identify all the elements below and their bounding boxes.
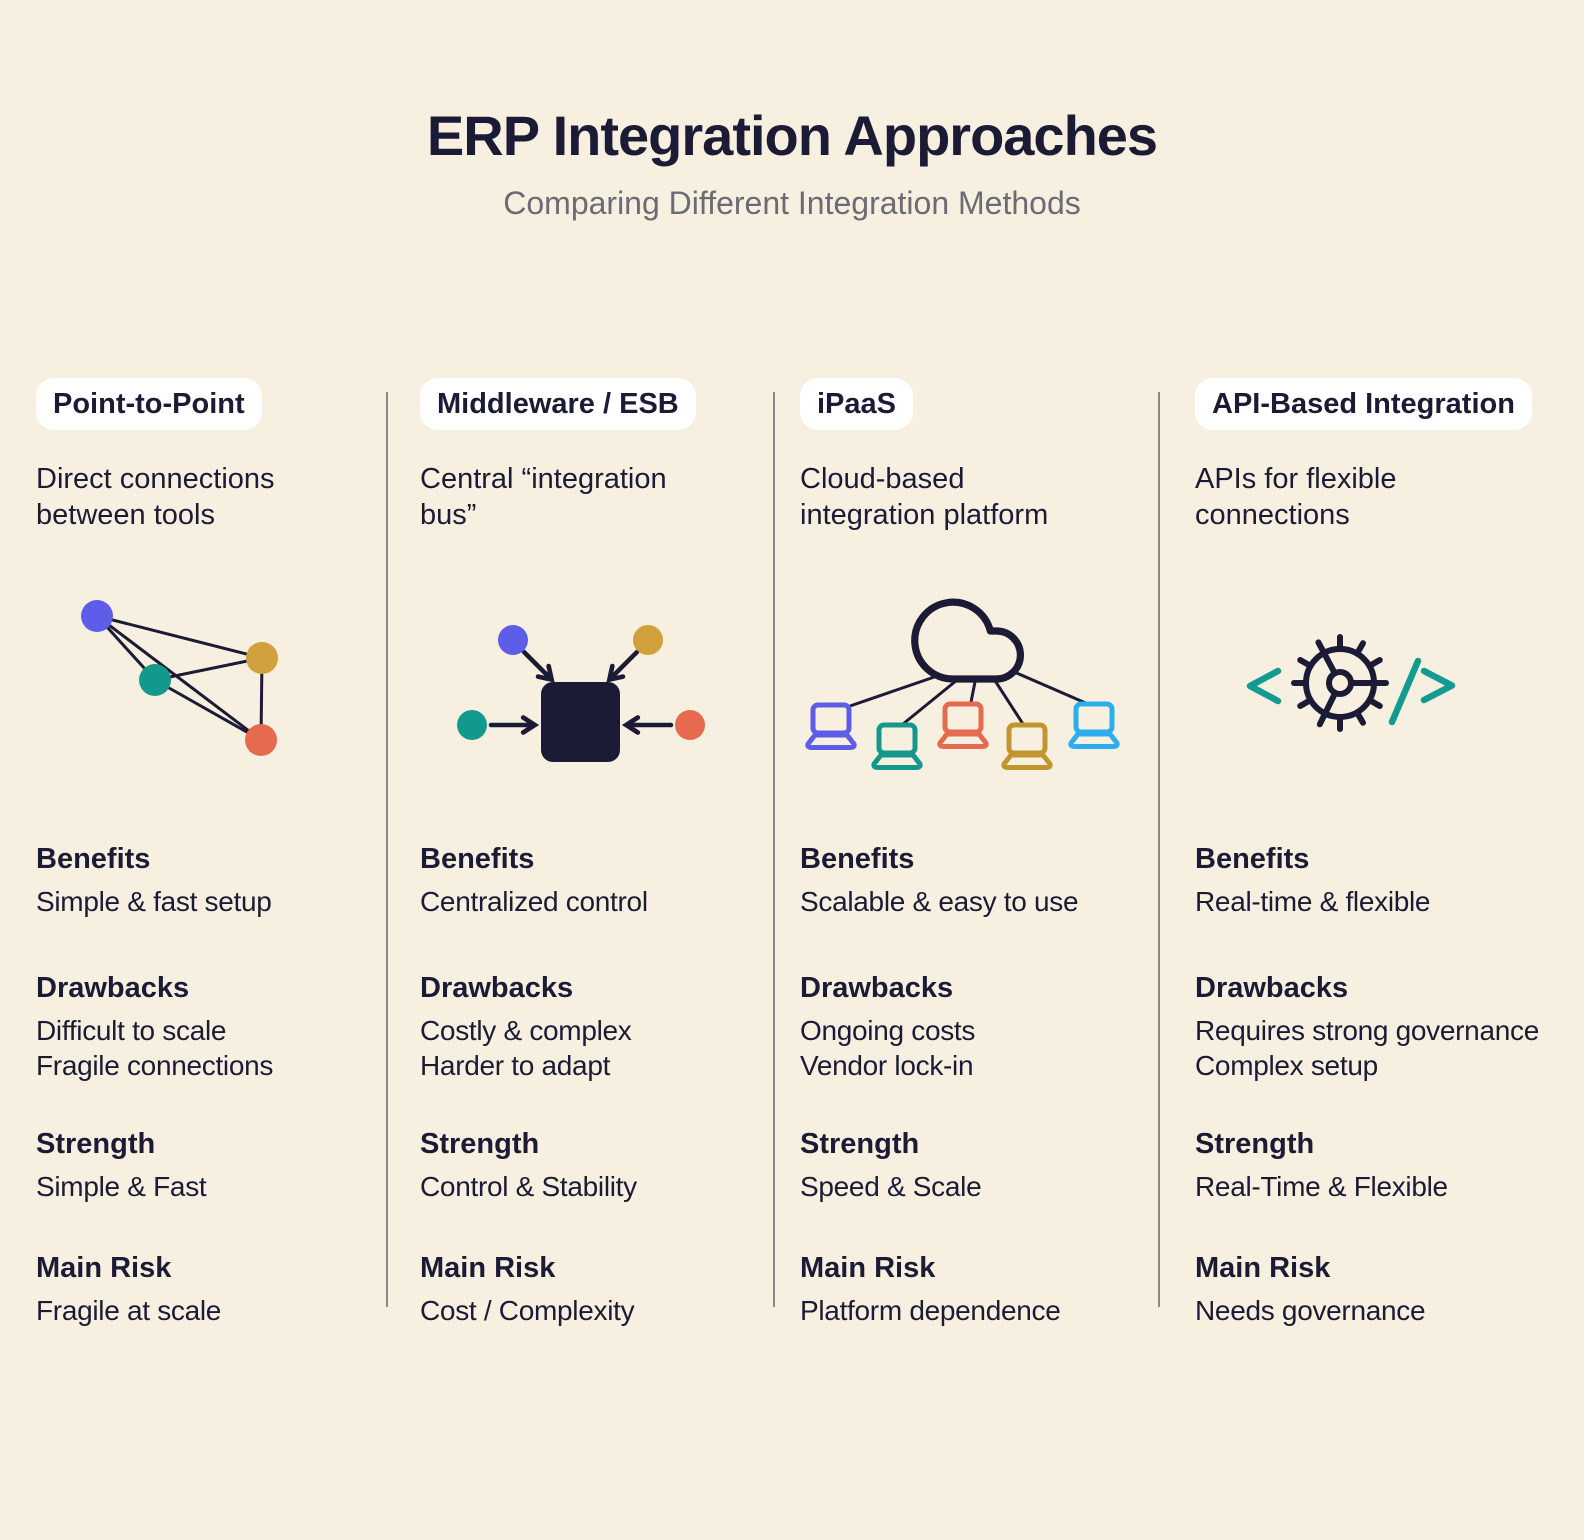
page-subtitle: Comparing Different Integration Methods: [503, 185, 1081, 222]
section-text: Vendor lock-in: [800, 1050, 974, 1082]
page-title: ERP Integration Approaches: [426, 104, 1158, 167]
laptop-red-icon: [937, 701, 989, 750]
section-text: Real-Time & Flexible: [1195, 1171, 1448, 1203]
section-main-risk: Main Risk Platform dependence: [800, 1250, 1160, 1328]
section-drawbacks: Drawbacks Ongoing costs Vendor lock-in: [800, 970, 1160, 1126]
section-strength: Strength Real-Time & Flexible: [1195, 1126, 1584, 1250]
column-badge: Middleware / ESB: [420, 378, 696, 431]
network-nodes-icon: [81, 600, 278, 757]
column-description: Central “integration bus”: [420, 463, 667, 532]
section-text: Fragile connections: [36, 1050, 274, 1082]
column-description: Direct connections between tools: [36, 463, 275, 532]
section-drawbacks: Drawbacks Difficult to scale Fragile con…: [36, 970, 388, 1126]
section-heading: Benefits: [800, 843, 915, 876]
cloud-laptops-icon: [805, 598, 1120, 771]
column-point-to-point: Point-to-Point Direct connections betwee…: [0, 378, 388, 1328]
integration-bus-square: [541, 682, 620, 763]
column-divider: [773, 392, 775, 1307]
section-text: Complex setup: [1195, 1050, 1378, 1082]
section-text: Real-time & flexible: [1195, 886, 1431, 918]
laptop-cyan-icon: [1068, 701, 1120, 750]
section-main-risk: Main Risk Cost / Complexity: [420, 1250, 774, 1328]
section-drawbacks: Drawbacks Costly & complex Harder to ada…: [420, 970, 774, 1126]
section-text: Needs governance: [1195, 1295, 1426, 1327]
section-text: Harder to adapt: [420, 1050, 611, 1082]
section-text: Ongoing costs: [800, 1015, 976, 1047]
node-teal: [457, 710, 487, 741]
gear-icon: [1291, 634, 1389, 733]
section-text: Control & Stability: [420, 1171, 637, 1203]
section-strength: Strength Control & Stability: [420, 1126, 774, 1250]
node-gold: [633, 625, 663, 656]
node-red: [245, 724, 277, 757]
section-text: Cost / Complexity: [420, 1295, 635, 1327]
column-diagram: [420, 553, 774, 841]
section-text: Costly & complex: [420, 1015, 632, 1047]
page-header: ERP Integration Approaches Comparing Dif…: [0, 0, 1584, 223]
section-heading: Drawbacks: [1195, 972, 1349, 1005]
column-badge: API-Based Integration: [1195, 378, 1532, 431]
section-heading: Strength: [420, 1128, 540, 1161]
column-ipaas: iPaaS Cloud-based integration platform: [774, 378, 1160, 1328]
column-description: Cloud-based integration platform: [800, 463, 1049, 532]
column-diagram: [36, 553, 388, 841]
column-divider: [1158, 392, 1160, 1307]
section-main-risk: Main Risk Fragile at scale: [36, 1250, 388, 1328]
gear-code-icon: [1246, 634, 1456, 733]
section-heading: Strength: [1195, 1128, 1315, 1161]
section-text: Centralized control: [420, 886, 648, 918]
section-heading: Drawbacks: [800, 972, 954, 1005]
section-benefits: Benefits Scalable & easy to use: [800, 841, 1160, 970]
node-red: [675, 710, 705, 741]
section-text: Simple & fast setup: [36, 886, 272, 918]
column-diagram: [1195, 553, 1584, 841]
integration-bus-icon: [457, 625, 705, 763]
section-text: Difficult to scale: [36, 1015, 227, 1047]
section-heading: Drawbacks: [420, 972, 574, 1005]
column-description: APIs for flexible connections: [1195, 463, 1397, 532]
cloud-icon: [911, 598, 1024, 683]
section-heading: Main Risk: [1195, 1252, 1331, 1285]
section-heading: Strength: [800, 1128, 920, 1161]
section-heading: Benefits: [36, 843, 151, 876]
section-heading: Drawbacks: [36, 972, 190, 1005]
section-heading: Benefits: [1195, 843, 1310, 876]
section-text: Platform dependence: [800, 1295, 1061, 1327]
section-text: Fragile at scale: [36, 1295, 222, 1327]
code-brackets-icon: [1246, 657, 1456, 726]
node-blue: [498, 625, 528, 656]
laptop-blue-icon: [805, 702, 857, 751]
section-benefits: Benefits Simple & fast setup: [36, 841, 388, 970]
section-heading: Benefits: [420, 843, 535, 876]
section-benefits: Benefits Real-time & flexible: [1195, 841, 1584, 970]
node-teal: [139, 664, 171, 697]
section-heading: Main Risk: [800, 1252, 936, 1285]
section-strength: Strength Simple & Fast: [36, 1126, 388, 1250]
section-drawbacks: Drawbacks Requires strong governance Com…: [1195, 970, 1584, 1126]
column-badge: iPaaS: [800, 378, 913, 431]
section-text: Requires strong governance: [1195, 1015, 1539, 1047]
section-text: Speed & Scale: [800, 1171, 982, 1203]
column-api-based: API-Based Integration APIs for flexible …: [1160, 378, 1584, 1328]
column-divider: [386, 392, 388, 1307]
section-text: Simple & Fast: [36, 1171, 207, 1203]
column-diagram: [800, 553, 1160, 841]
node-gold: [246, 642, 278, 675]
section-benefits: Benefits Centralized control: [420, 841, 774, 970]
section-heading: Main Risk: [36, 1252, 172, 1285]
column-middleware-esb: Middleware / ESB Central “integration bu…: [388, 378, 774, 1328]
node-blue: [81, 600, 113, 633]
section-main-risk: Main Risk Needs governance: [1195, 1250, 1584, 1328]
laptop-teal-icon: [871, 722, 923, 771]
section-strength: Strength Speed & Scale: [800, 1126, 1160, 1250]
section-heading: Main Risk: [420, 1252, 556, 1285]
laptop-gold-icon: [1001, 722, 1053, 771]
section-text: Scalable & easy to use: [800, 886, 1079, 918]
section-heading: Strength: [36, 1128, 156, 1161]
column-badge: Point-to-Point: [36, 378, 262, 431]
comparison-columns: Point-to-Point Direct connections betwee…: [0, 378, 1584, 1328]
